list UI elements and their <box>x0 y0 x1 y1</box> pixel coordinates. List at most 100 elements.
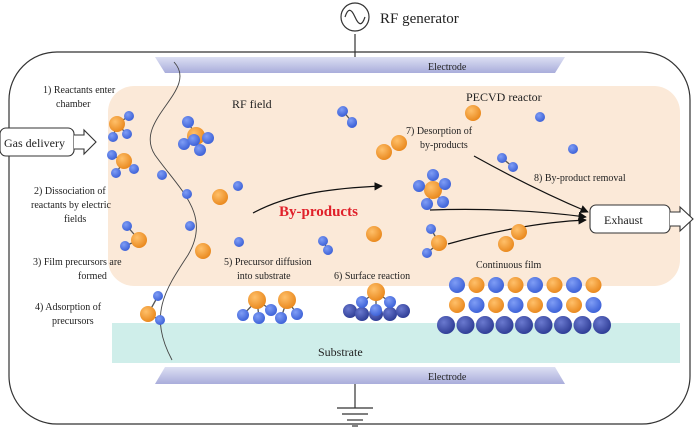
film-mid-atom <box>566 297 582 313</box>
ligand-atom <box>437 196 449 208</box>
film-top-atom <box>488 277 504 293</box>
ligand-atom <box>421 198 433 210</box>
molecule-center-atom <box>116 153 132 169</box>
molecule-center-atom <box>140 306 156 322</box>
blue-atom <box>185 221 195 231</box>
film-top-atom <box>585 277 602 293</box>
plasma-region <box>108 86 680 286</box>
gas-inlet-arrow-icon <box>74 128 97 156</box>
molecule-center-atom <box>431 235 447 251</box>
film-mid-atom <box>488 297 504 313</box>
removal-arrow <box>429 208 587 221</box>
rf-field-label: RF field <box>232 97 272 111</box>
blue-atom <box>535 112 545 122</box>
blue-atom <box>234 237 244 247</box>
blue-atom <box>338 106 348 116</box>
ligand-atom <box>108 132 118 142</box>
blue-atom <box>182 189 192 199</box>
ligand-atom <box>122 221 132 231</box>
rf-generator-label: RF generator <box>380 11 459 27</box>
film-top-atom <box>449 277 465 293</box>
step-1-label: 1) Reactants enter chamber <box>43 85 118 110</box>
orange-atom <box>366 226 382 242</box>
film-base-atom <box>593 316 611 334</box>
film-mid-atom <box>468 297 485 313</box>
ligand-atom <box>111 168 121 178</box>
gas-delivery-label: Gas delivery <box>4 136 65 150</box>
ligand-atom <box>153 291 163 301</box>
molecule-center-atom <box>248 291 266 309</box>
orange-atom <box>498 236 514 252</box>
ligand-atom <box>237 309 249 321</box>
ligand-atom <box>384 296 396 308</box>
continuous-film-label: Continuous film <box>476 260 542 271</box>
ligand-atom <box>439 178 451 190</box>
molecule-center-atom <box>131 232 147 248</box>
blue-atom <box>568 144 578 154</box>
ligand-atom <box>253 312 265 324</box>
reactor-chamber <box>8 51 691 425</box>
electrode-bottom <box>155 367 565 384</box>
ligand-atom <box>370 304 382 316</box>
electrode-top-label: Electrode <box>428 62 467 73</box>
step-4-label: 4) Adsorption of precursors <box>35 302 104 327</box>
ligand-atom <box>124 111 134 121</box>
molecule-center-atom <box>109 116 125 132</box>
film-base-atom <box>456 316 475 334</box>
electrode-bottom-label: Electrode <box>428 372 467 383</box>
molecules-layer <box>107 105 611 334</box>
ligand-atom <box>426 224 436 234</box>
ground-icon <box>337 384 373 427</box>
blue-atom <box>233 181 243 191</box>
ligand-atom <box>422 248 432 258</box>
step-8-label: 8) By-product removal <box>534 173 626 184</box>
film-mid-atom <box>585 297 602 313</box>
film-base-atom <box>495 316 514 334</box>
ligand-atom <box>291 308 303 320</box>
surface-atom <box>396 304 410 318</box>
film-base-atom <box>437 316 455 334</box>
blue-atom <box>497 153 507 163</box>
ligand-atom <box>413 180 425 192</box>
orange-atom <box>376 144 392 160</box>
step-7-label: 7) Desorption of by-products <box>406 126 475 151</box>
exhaust-outlet-arrow-icon <box>670 205 694 233</box>
molecule-center-atom <box>278 291 296 309</box>
blue-atom <box>323 245 333 255</box>
film-top-atom <box>507 277 524 293</box>
film-mid-atom <box>449 297 465 313</box>
molecule-center-atom <box>424 181 442 199</box>
ligand-atom <box>178 138 190 150</box>
molecule-center-atom <box>367 283 385 301</box>
orange-atom <box>391 135 407 151</box>
reactor-label: PECVD reactor <box>466 90 542 104</box>
byproduct-flow-arrow <box>252 182 383 214</box>
ligand-atom <box>120 241 130 251</box>
surface-atom <box>383 307 397 321</box>
orange-atom <box>195 243 211 259</box>
film-top-atom <box>566 277 582 293</box>
exhaust-label: Exhaust <box>604 213 643 227</box>
rf-field-wave <box>149 61 197 361</box>
ligand-atom <box>275 312 287 324</box>
orange-atom <box>212 189 228 205</box>
electrode-top <box>155 57 565 73</box>
ligand-atom <box>194 144 206 156</box>
ligand-atom <box>129 164 139 174</box>
orange-atom <box>511 224 527 240</box>
substrate-label: Substrate <box>318 345 363 359</box>
film-mid-atom <box>507 297 524 313</box>
film-top-atom <box>468 277 485 293</box>
film-top-atom <box>546 277 563 293</box>
surface-atom <box>355 307 369 321</box>
ligand-atom <box>107 150 117 160</box>
film-base-atom <box>534 316 553 334</box>
surface-atom <box>343 304 357 318</box>
blue-atom <box>347 117 357 127</box>
blue-atom <box>318 236 328 246</box>
step-6-label: 6) Surface reaction <box>334 271 410 282</box>
blue-atom <box>157 170 167 180</box>
sine-wave-icon <box>344 9 366 25</box>
film-base-atom <box>554 316 572 334</box>
desorption-arrow <box>473 155 589 213</box>
